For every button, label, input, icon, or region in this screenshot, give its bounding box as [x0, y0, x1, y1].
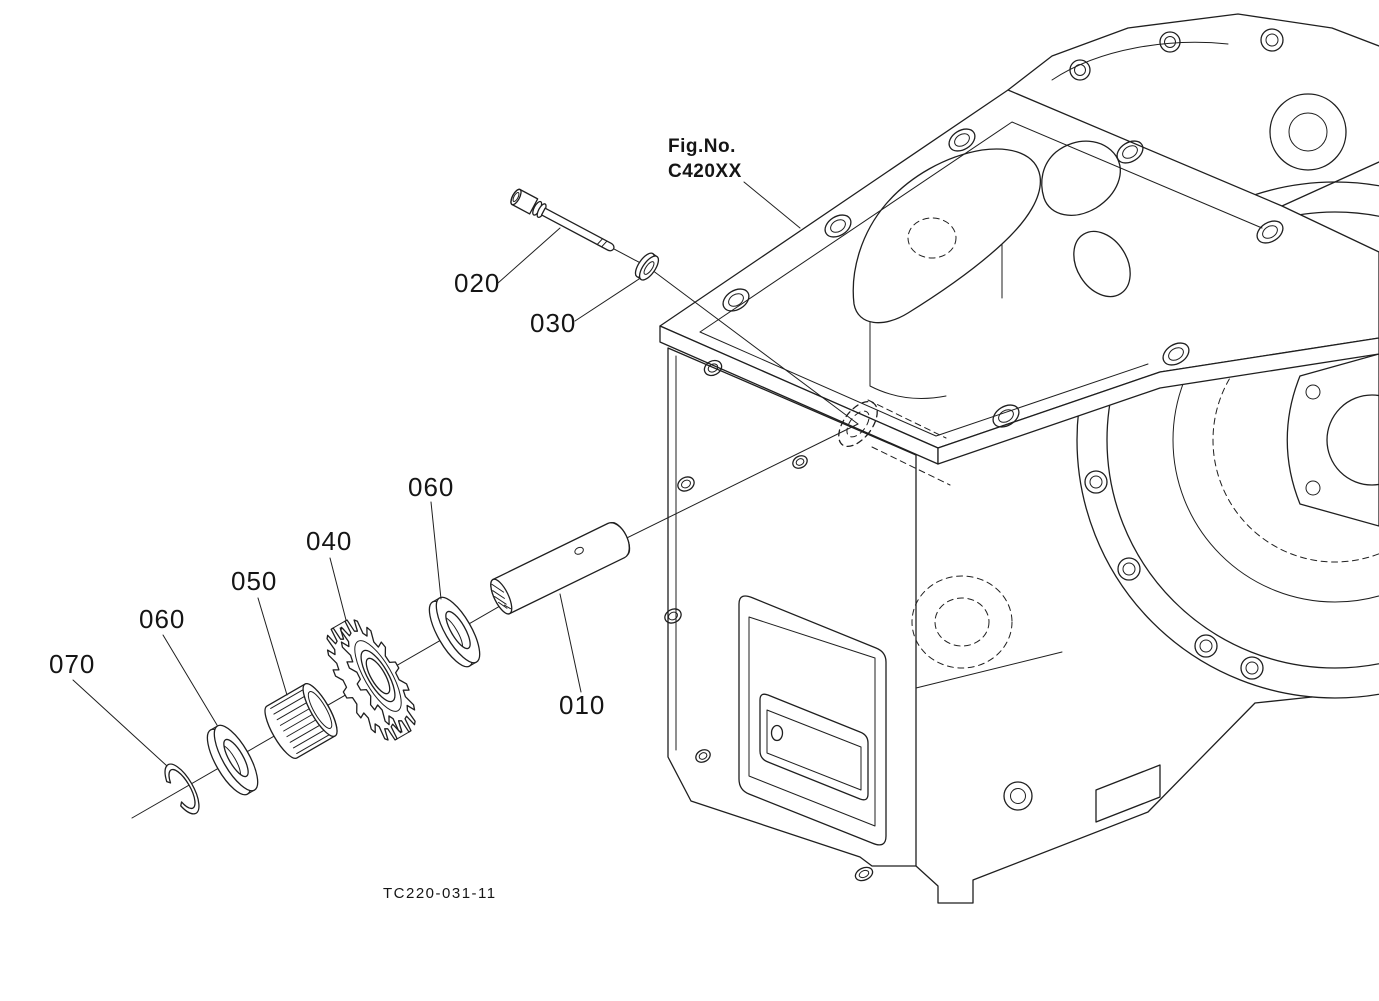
side-opening	[1286, 353, 1379, 527]
leader-040	[329, 557, 347, 621]
hidden-internal-bores	[867, 399, 1013, 669]
front-face-bolt-holes	[664, 359, 874, 882]
callout-050: 050	[231, 566, 277, 596]
side-flange-circles	[1076, 181, 1379, 699]
top-flange-lip-right	[937, 337, 1379, 465]
leader-010	[559, 593, 582, 693]
part-040-gear	[326, 619, 416, 741]
leader-lines	[72, 181, 801, 767]
case-rib-line	[915, 651, 1063, 689]
figure-reference: Fig.No. C420XX	[668, 136, 742, 182]
part-030-washer	[634, 252, 660, 281]
gear-case-housing	[659, 13, 1379, 904]
fig-no-label: Fig.No.	[668, 136, 736, 157]
top-flange-openings	[852, 140, 1131, 399]
part-060-washer-right	[428, 596, 481, 668]
callout-040: 040	[306, 526, 352, 556]
callout-060-left: 060	[139, 604, 185, 634]
side-flange-bolt-holes	[1084, 470, 1264, 680]
leader-070	[72, 679, 168, 767]
leader-fig-no	[743, 181, 801, 229]
callout-labels: 020 030 060 040 050 060 070 010	[49, 268, 605, 720]
part-060-washer-left	[206, 724, 259, 796]
leader-030	[574, 278, 640, 322]
callout-070: 070	[49, 649, 95, 679]
part-050-needle-bearing	[264, 682, 338, 760]
leader-060-left	[162, 634, 218, 726]
callout-030: 030	[530, 308, 576, 338]
leader-060-right	[430, 501, 442, 600]
callout-020: 020	[454, 268, 500, 298]
bottom-boss-hole	[1003, 781, 1033, 811]
callout-010: 010	[559, 690, 605, 720]
drawing-code: TC220-031-11	[383, 885, 497, 902]
part-020-bolt	[510, 188, 615, 252]
needle-rollers	[270, 687, 332, 755]
shaft-bore-hidden	[838, 400, 878, 448]
leader-020	[497, 227, 561, 284]
bottom-edge	[915, 696, 1313, 904]
gasket-inner-line-b	[699, 331, 1149, 437]
leader-050	[257, 597, 288, 696]
callout-060-right: 060	[408, 472, 454, 502]
front-opening	[738, 595, 887, 846]
part-010-shaft	[490, 522, 631, 615]
part-070-snap-ring	[164, 763, 200, 815]
gasket-inner-line-a	[699, 121, 1263, 333]
upper-rear-casting	[1007, 13, 1379, 207]
fig-no-value: C420XX	[668, 161, 742, 182]
mount-foot	[1095, 764, 1161, 823]
shaft-end-hatch	[491, 583, 512, 610]
